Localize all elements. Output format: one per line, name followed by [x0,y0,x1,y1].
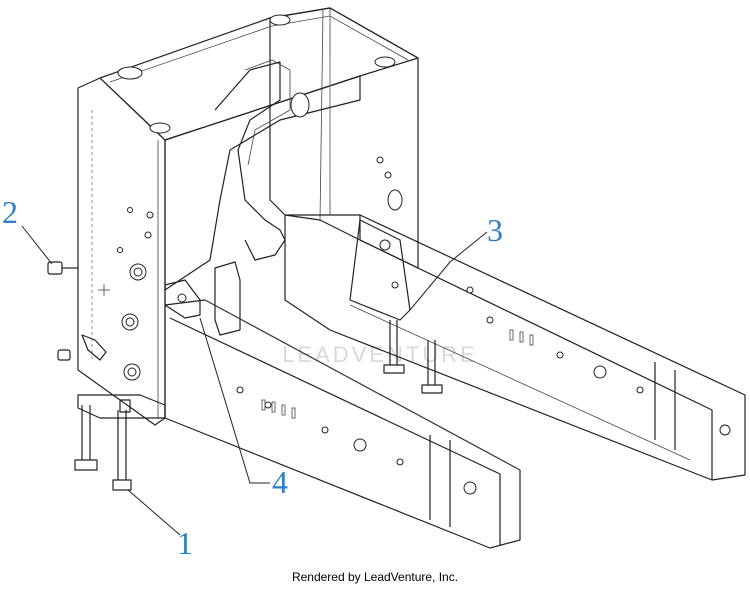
callout-2[interactable]: 2 [2,194,18,230]
carriage-bolt-part-1 [74,399,132,491]
bracket [164,261,241,336]
bolts [47,261,443,491]
watermark: LEADVENTURE [282,342,478,367]
leader-4 [199,317,270,484]
leader-1 [127,489,181,536]
callout-1[interactable]: 1 [177,525,193,561]
bolt-part-3 [383,320,443,394]
callout-3[interactable]: 3 [487,212,503,248]
left-rail [164,299,521,549]
right-rail [284,214,746,481]
footer-credit: Rendered by LeadVenture, Inc. [291,570,459,584]
frame-assembly-diagram: LEADVENTURE [21,7,746,549]
leader-2 [21,225,53,265]
leader-3 [409,231,488,311]
leader-lines [21,225,488,536]
bolt-part-2 [47,261,78,361]
callout-4[interactable]: 4 [272,464,288,500]
